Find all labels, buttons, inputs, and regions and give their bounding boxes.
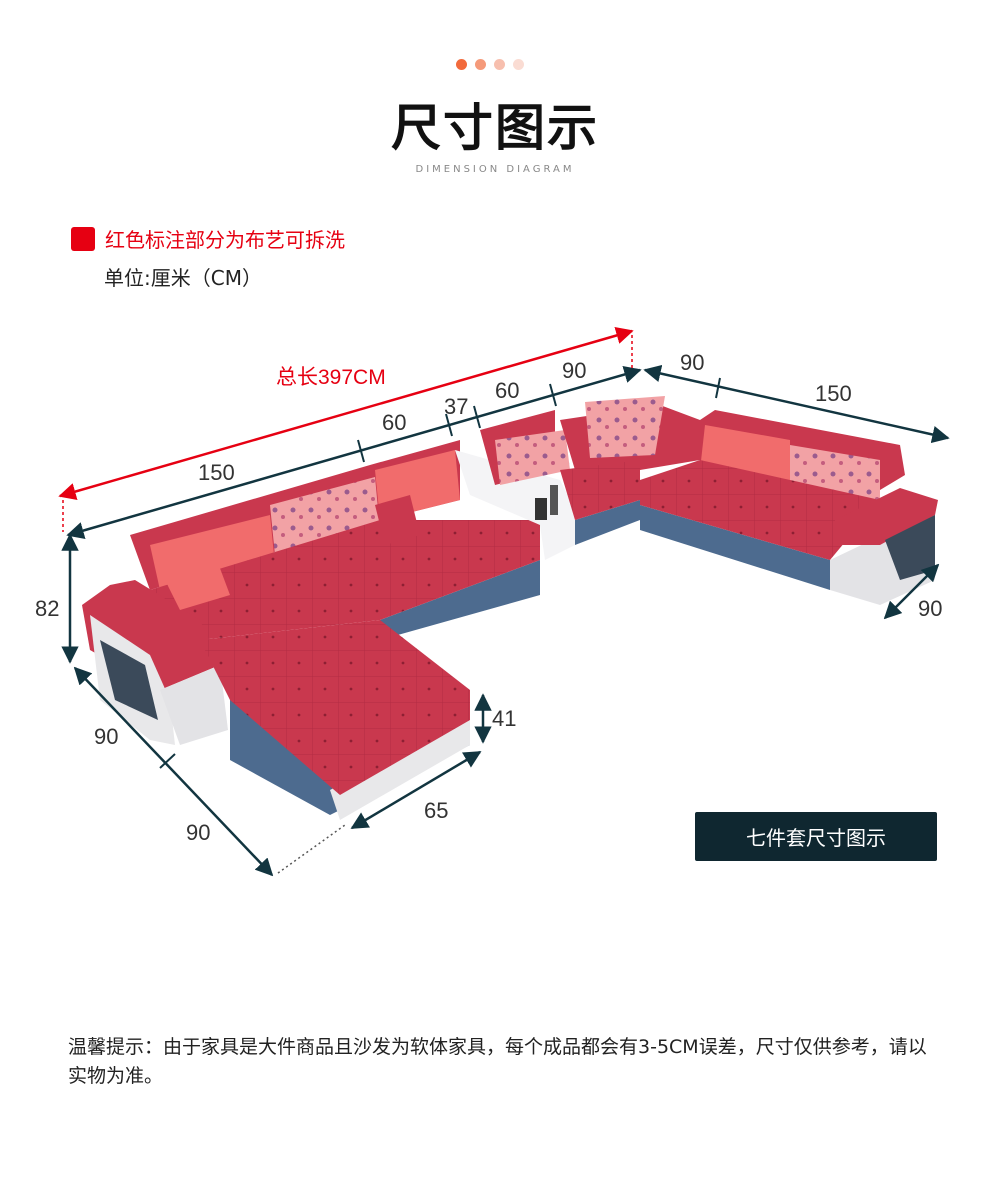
left-depth-line <box>73 666 274 877</box>
dim-chaise-length: 90 <box>186 820 210 845</box>
dim-right-arm-depth: 90 <box>918 596 942 621</box>
dim-seat-height: 41 <box>492 706 516 731</box>
total-length-label: 总长397CM <box>276 366 386 389</box>
dot-2 <box>475 59 486 70</box>
dim-right-length: 150 <box>815 381 852 406</box>
legend-red-swatch <box>71 226 95 251</box>
seven-piece-badge: 七件套尺寸图示 <box>695 812 937 861</box>
dim-back-mid: 60 <box>495 378 519 403</box>
dim-left-depth: 90 <box>94 724 118 749</box>
page-title: 尺寸图示 <box>391 99 599 157</box>
total-length-line <box>58 326 634 532</box>
dot-1 <box>456 59 467 70</box>
legend: 红色标注部分为布艺可拆洗 <box>71 224 345 253</box>
dim-corner-top: 90 <box>562 358 586 383</box>
chaise-width-line <box>350 750 482 830</box>
dim-back-left-1: 150 <box>198 460 235 485</box>
right-length-line <box>643 364 950 444</box>
dim-right-depth: 90 <box>680 350 704 375</box>
legend-text: 红色标注部分为布艺可拆洗 <box>105 228 345 252</box>
sofa-dimension-diagram: 总长397CM 150 60 37 60 90 90 150 90 82 90 … <box>35 326 950 877</box>
dim-height: 82 <box>35 596 59 621</box>
dot-3 <box>494 59 505 70</box>
unit-label: 单位:厘米（CM） <box>104 266 262 290</box>
dim-chaise-width: 65 <box>424 798 448 823</box>
warm-tip-note: 温馨提示：由于家具是大件商品且沙发为软体家具，每个成品都会有3-5CM误差，尺寸… <box>68 1036 927 1087</box>
dot-4 <box>513 59 524 70</box>
right-depth-line <box>883 563 940 620</box>
dim-console: 37 <box>444 394 468 419</box>
decorative-dots <box>456 59 524 70</box>
page-subtitle: DIMENSION DIAGRAM <box>415 164 575 175</box>
dim-back-left-2: 60 <box>382 410 406 435</box>
